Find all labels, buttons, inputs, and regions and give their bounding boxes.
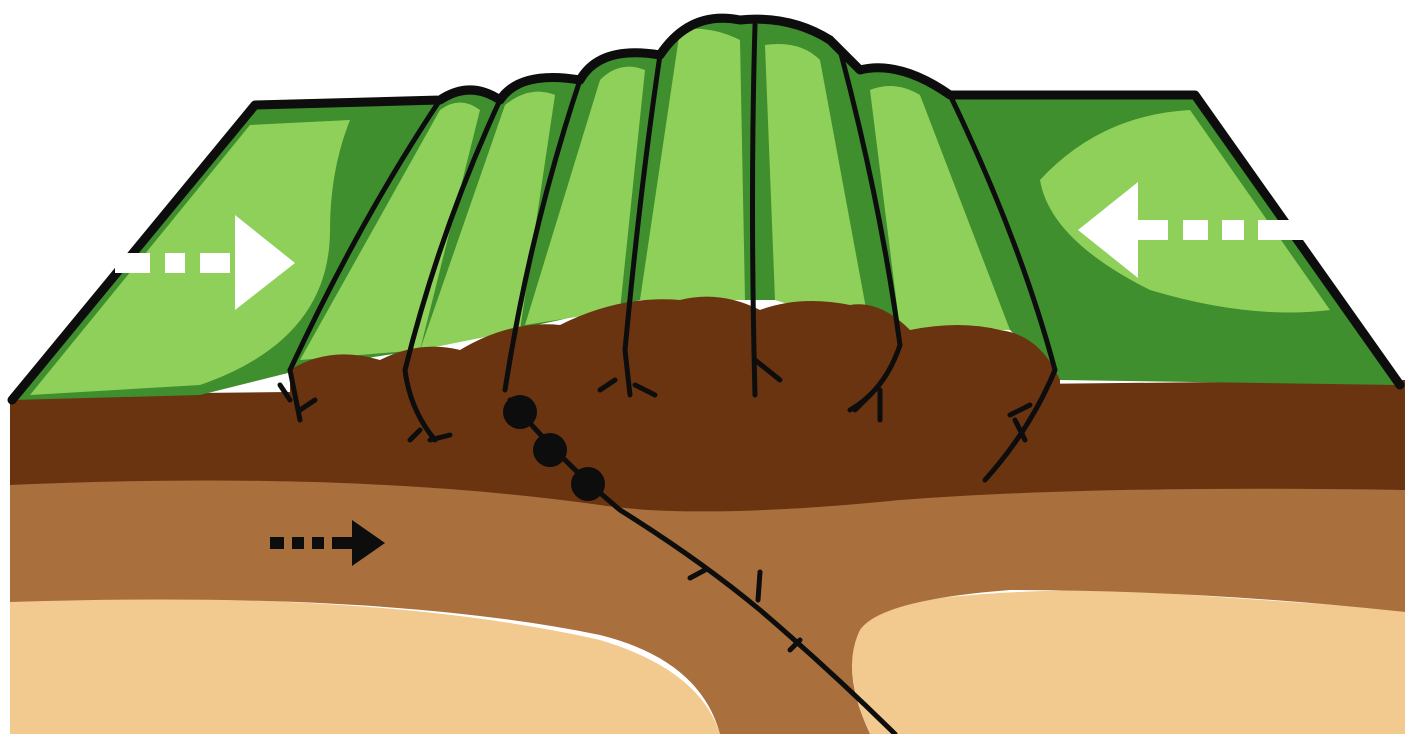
fault-5 (753, 25, 756, 395)
earthquake-marker (571, 467, 605, 501)
earthquake-marker (503, 395, 537, 429)
earthquake-marker (533, 433, 567, 467)
